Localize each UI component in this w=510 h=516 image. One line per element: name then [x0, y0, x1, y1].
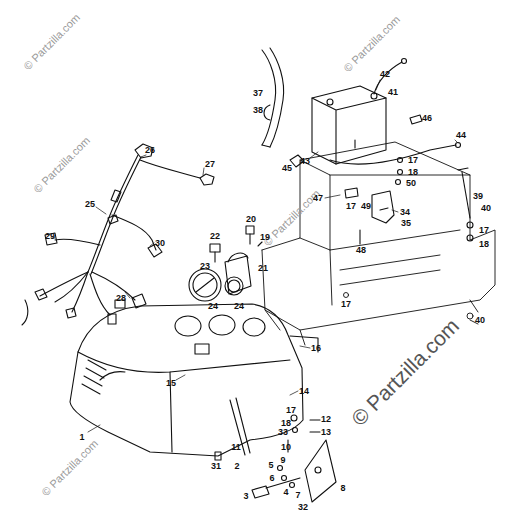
callout-number: 24 — [208, 302, 218, 311]
callout-number: 44 — [456, 131, 466, 140]
callout-number: 2 — [234, 462, 239, 471]
dash-hood — [70, 304, 318, 456]
callout-number: 20 — [246, 215, 256, 224]
callout-number: 8 — [340, 484, 345, 493]
battery-strap — [262, 48, 284, 147]
callout-number: 45 — [282, 164, 292, 173]
callout-number: 15 — [166, 379, 176, 388]
battery-tray — [262, 142, 495, 345]
callout-number: 41 — [388, 88, 398, 97]
callout-number: 27 — [205, 160, 215, 169]
callout-number: 30 — [155, 239, 165, 248]
callout-number: 1 — [79, 433, 84, 442]
callout-number: 39 — [473, 192, 483, 201]
callout-number: 18 — [281, 419, 291, 428]
watermark: © Partzilla.com — [32, 135, 92, 195]
watermark: © Partzilla.com — [22, 12, 82, 72]
callout-number: 17 — [286, 406, 296, 415]
callout-number: 46 — [422, 114, 432, 123]
callout-number: 33 — [278, 428, 288, 437]
callout-number: 5 — [268, 461, 273, 470]
callout-number: 42 — [380, 70, 390, 79]
callout-number: 40 — [481, 204, 491, 213]
callout-number: 43 — [300, 157, 310, 166]
watermark: © Partzilla.com — [40, 438, 100, 498]
callout-number: 29 — [45, 232, 55, 241]
watermark: © Partzilla.com — [348, 315, 463, 430]
callout-number: 28 — [116, 294, 126, 303]
callout-number: 9 — [280, 456, 285, 465]
callout-number: 17 — [408, 156, 418, 165]
callout-number: 14 — [299, 387, 309, 396]
callout-number: 34 — [400, 208, 410, 217]
callout-number: 17 — [479, 226, 489, 235]
callout-number: 26 — [145, 146, 155, 155]
callout-number: 23 — [200, 262, 210, 271]
callout-number: 47 — [313, 194, 323, 203]
callout-number: 24 — [234, 302, 244, 311]
callout-number: 19 — [260, 233, 270, 242]
callout-number: 37 — [253, 89, 263, 98]
callout-number: 50 — [406, 179, 416, 188]
callout-number: 13 — [321, 428, 331, 437]
callout-number: 18 — [408, 168, 418, 177]
callout-number: 32 — [298, 503, 308, 512]
callout-number: 10 — [281, 443, 291, 452]
callout-number: 12 — [321, 415, 331, 424]
callout-number: 49 — [361, 202, 371, 211]
callout-number: 4 — [283, 488, 288, 497]
callout-number: 35 — [401, 219, 411, 228]
callout-number: 16 — [311, 344, 321, 353]
callout-number: 25 — [85, 200, 95, 209]
switch-bracket — [215, 415, 336, 502]
callout-number: 40 — [475, 316, 485, 325]
callout-number: 48 — [356, 246, 366, 255]
callout-number: 38 — [253, 106, 263, 115]
callout-number: 18 — [479, 240, 489, 249]
callout-number: 31 — [211, 462, 221, 471]
callout-number: 17 — [346, 202, 356, 211]
hardware — [345, 140, 473, 244]
callout-number: 17 — [341, 300, 351, 309]
gauges — [189, 226, 262, 301]
callout-number: 22 — [210, 232, 220, 241]
callout-number: 7 — [295, 491, 300, 500]
callout-number: 3 — [243, 492, 248, 501]
battery — [290, 59, 461, 168]
callout-number: 11 — [231, 443, 241, 452]
callout-number: 21 — [258, 264, 268, 273]
watermark: © Partzilla.com — [342, 14, 402, 74]
callout-number: 6 — [269, 474, 274, 483]
